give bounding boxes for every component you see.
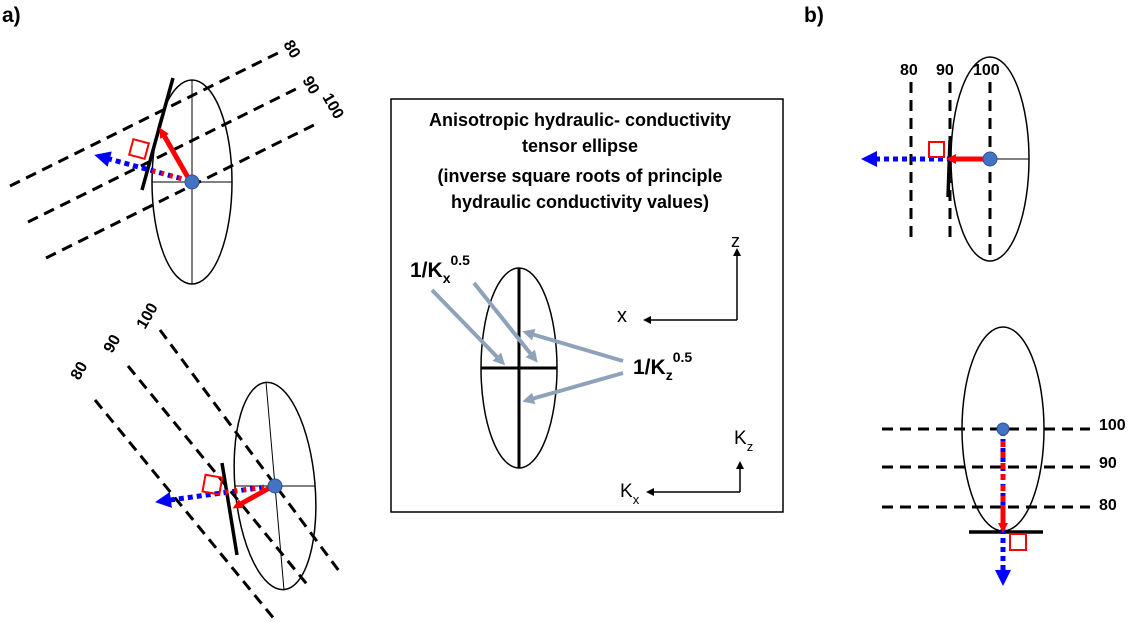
node [267,478,283,494]
legend-box: Anisotropic hydraulic- conductivity tens… [390,98,784,513]
contour-line-80 [9,49,283,188]
tensor-kz-label: Kz [734,428,753,454]
contour-line-80 [93,399,277,621]
contour-label-100: 100 [134,300,162,332]
contour-line-100 [45,121,319,260]
panel-b-bottom: 100 90 80 [882,326,1126,586]
right-angle-marker [1009,533,1027,551]
flow-vector-arrow [232,483,275,509]
gradient-vector-arrow [94,151,191,184]
panel-a-label: a) [2,4,21,27]
legend-title-line-4: hydraulic conductivity values) [451,192,709,212]
tensor-kx-label: Kx [620,481,640,507]
contour-label-90: 90 [299,74,323,98]
node [184,174,200,190]
axis-x-label: x [617,305,627,327]
kz-pointer-arrow [522,328,624,363]
node [996,422,1010,436]
contour-label-100: 100 [1099,417,1126,434]
kx-pointer-arrow [472,281,538,363]
contour-label-80: 80 [1099,497,1117,514]
legend-frame [390,98,784,513]
kx-pointer-arrow [430,288,506,366]
axis-z-label: z [731,231,740,251]
contour-line-90 [27,85,301,224]
contour-label-90: 90 [1099,455,1117,472]
contour-line-90 [126,365,312,589]
contour-line-100 [158,329,344,576]
legend-title-line-2: tensor ellipse [522,136,638,156]
legend-title-line-1: Anisotropic hydraulic- conductivity [429,110,731,130]
panel-b-label: b) [804,4,824,27]
panel-a-top: 80 90 100 [9,38,347,285]
legend-title-line-3: (inverse square roots of principle [437,166,722,186]
right-angle-marker [201,473,224,496]
panel-a-bottom: 80 90 100 [68,300,344,621]
contour-label-90: 90 [936,62,954,79]
panel-b-top: 80 90 100 [861,56,1030,262]
kz-pointer-arrow [522,371,624,405]
contour-label-90: 90 [101,332,125,356]
contour-label-80: 80 [280,38,304,62]
right-angle-marker [928,141,945,158]
tangent-line [220,462,239,556]
right-angle-marker [127,137,151,161]
tangent-line [140,77,175,191]
tangent-line [946,139,952,198]
contour-label-100: 100 [319,91,347,123]
gradient-vector-red-dash [149,167,191,184]
contour-label-100: 100 [973,62,1000,79]
contour-label-80: 80 [900,62,918,79]
contour-label-80: 80 [68,359,92,383]
kz-label: 1/Kz0.5 [633,349,692,383]
node [982,151,998,167]
flow-vector-arrow [159,127,193,183]
kx-label: 1/Kx0.5 [410,252,470,286]
